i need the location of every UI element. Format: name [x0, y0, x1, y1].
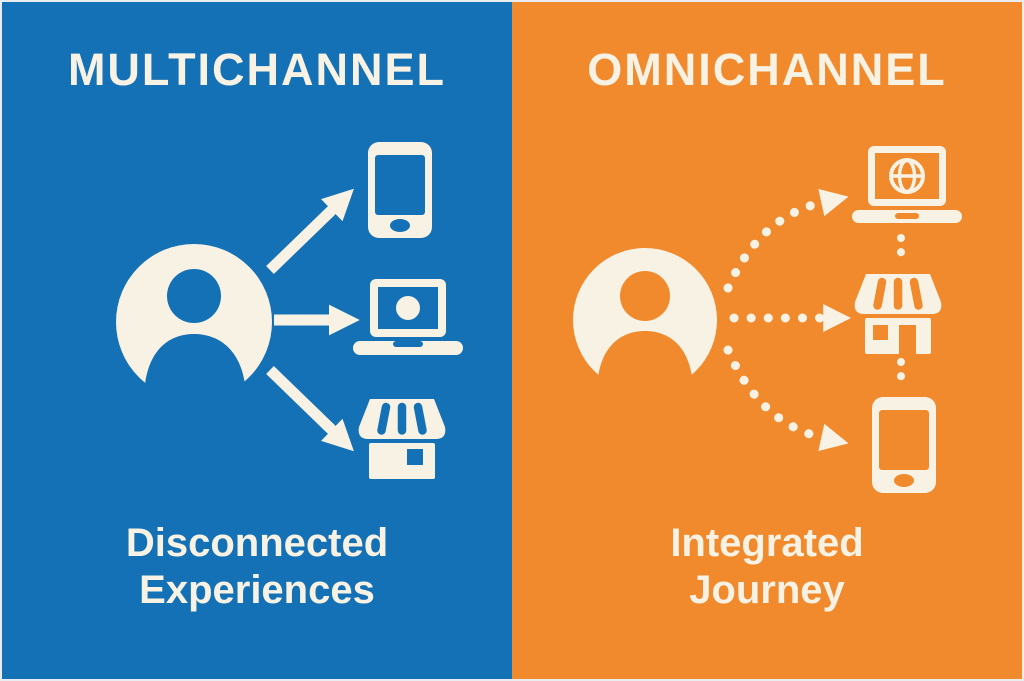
- omnichannel-title: OMNICHANNEL: [587, 44, 947, 95]
- arrow-to-store: [266, 366, 354, 452]
- multichannel-caption-line2: Experiences: [139, 568, 375, 612]
- laptop-globe-icon: [852, 146, 962, 223]
- multichannel-caption: Disconnected Experiences: [2, 520, 512, 614]
- dotted-arrow-to-laptop-globe: [723, 188, 849, 293]
- laptop-icon: [353, 279, 463, 355]
- solid-arrows: [266, 188, 360, 452]
- omnichannel-panel: OMNICHANNEL: [512, 2, 1022, 679]
- omnichannel-diagram: [573, 146, 962, 493]
- smartphone-icon: [368, 142, 432, 238]
- store-icon: [854, 274, 942, 354]
- multichannel-panel: MULTICHANNEL: [2, 2, 512, 679]
- store-icon: [358, 399, 446, 479]
- omnichannel-caption-line2: Journey: [689, 568, 845, 612]
- person-icon: [573, 248, 717, 392]
- arrow-to-smartphone: [266, 188, 354, 274]
- dotted-arrows: [723, 188, 852, 452]
- omnichannel-caption-line1: Integrated: [670, 521, 864, 565]
- dotted-arrow-to-smartphone: [723, 345, 849, 452]
- person-icon: [116, 244, 272, 400]
- multichannel-title: MULTICHANNEL: [67, 44, 447, 95]
- multichannel-diagram: [116, 142, 463, 479]
- multichannel-caption-line1: Disconnected: [125, 521, 389, 565]
- smartphone-icon: [872, 397, 936, 493]
- omnichannel-caption: Integrated Journey: [512, 520, 1022, 614]
